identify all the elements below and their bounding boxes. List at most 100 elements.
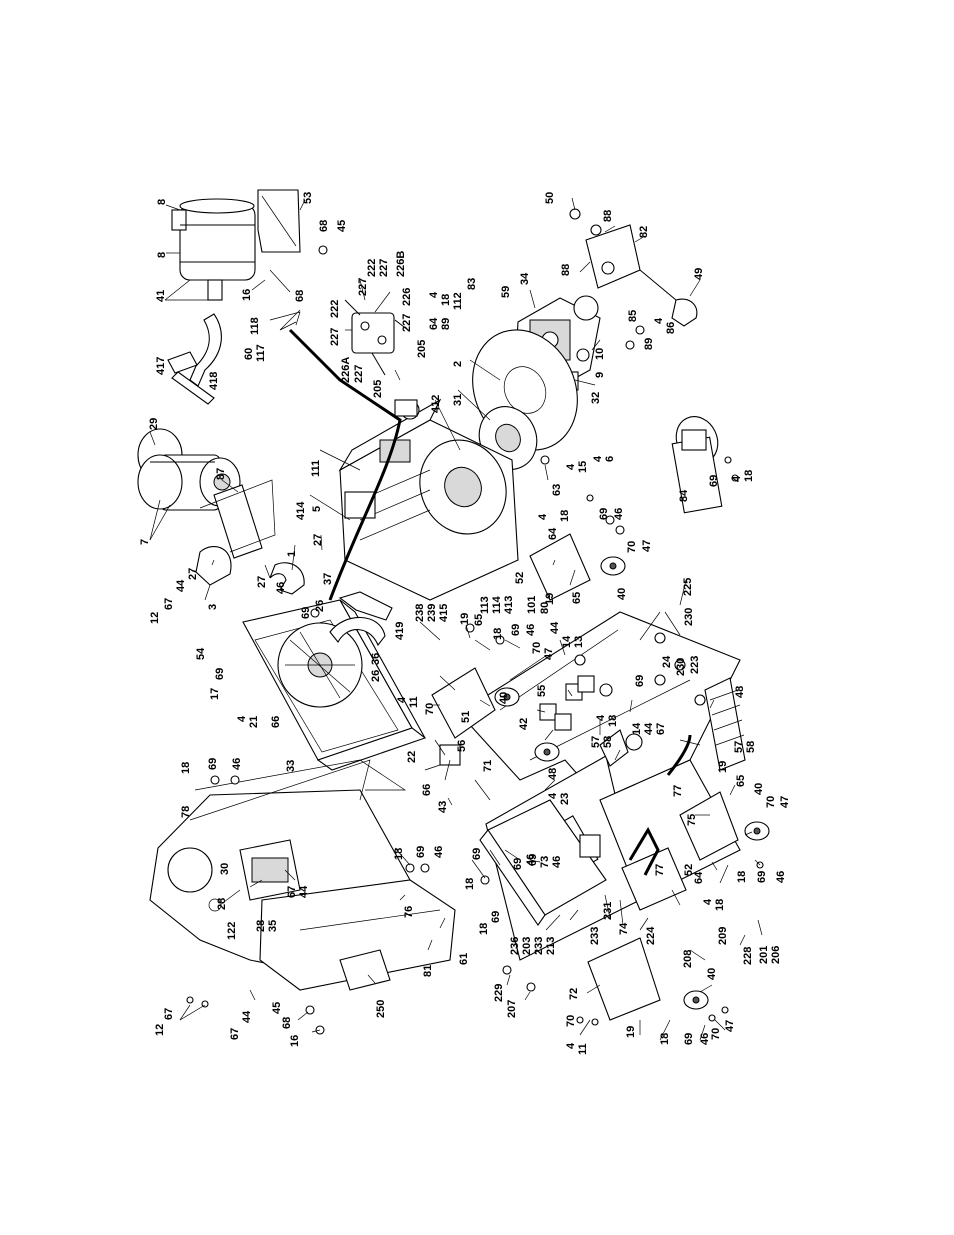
- label: 80: [539, 602, 551, 614]
- label: 69: [415, 846, 427, 858]
- label: 28: [216, 898, 228, 910]
- label: 33: [285, 760, 297, 772]
- label: 87: [215, 468, 227, 480]
- label: 78: [180, 806, 192, 818]
- label: 69: [598, 508, 610, 520]
- label: 4: [537, 513, 549, 520]
- leader-lines: [149, 197, 763, 1041]
- label: 18: [607, 715, 619, 727]
- label: 46: [525, 854, 537, 866]
- label: 69: [214, 668, 226, 680]
- enclosure-floor: [259, 879, 456, 991]
- wiring-harness-b: [666, 734, 692, 776]
- vibration-isolators: [494, 556, 770, 1010]
- label: 113: [479, 596, 491, 614]
- label: 53: [302, 192, 314, 204]
- label: 68: [318, 220, 330, 232]
- label: 19: [717, 761, 729, 773]
- label: 69: [512, 858, 524, 870]
- label: 111: [310, 460, 322, 477]
- label: 415: [438, 604, 450, 622]
- part-labels: 8 8 53 68 45 41 16 68 417 418 60 117 118…: [139, 192, 791, 1055]
- label: 51: [460, 711, 472, 723]
- label: 18: [743, 470, 755, 482]
- label: 64: [693, 871, 705, 884]
- label: 118: [249, 317, 261, 335]
- label: 11: [408, 696, 420, 708]
- label: 52: [514, 572, 526, 584]
- label: 26: [314, 600, 326, 612]
- label: 77: [672, 785, 684, 797]
- label: 213: [545, 937, 557, 955]
- label: 44: [549, 621, 561, 634]
- exhaust-pipe: [167, 313, 222, 405]
- label: 35: [267, 920, 279, 932]
- label: 74: [618, 922, 630, 935]
- label: 23: [559, 793, 571, 805]
- label: 231: [602, 902, 614, 920]
- label: 64: [547, 527, 559, 540]
- label: 59: [500, 286, 512, 298]
- label: 69: [683, 1033, 695, 1045]
- label: 61: [458, 953, 470, 965]
- label: 4: [547, 792, 559, 799]
- label: 16: [289, 1035, 301, 1047]
- label: 85: [627, 310, 639, 322]
- label: 46: [775, 871, 787, 883]
- label: 71: [482, 760, 494, 772]
- label: 28: [255, 920, 267, 932]
- label: 18: [180, 762, 192, 774]
- label: 82: [638, 226, 650, 238]
- throttle-solenoid: [344, 299, 409, 376]
- label: 203: [521, 937, 533, 955]
- label: 46: [613, 508, 625, 520]
- label: 413: [503, 596, 515, 614]
- wiring-harness-c: [628, 826, 660, 876]
- label: 4: [565, 463, 577, 470]
- label: 48: [547, 768, 559, 780]
- label: 21: [248, 716, 260, 728]
- label: 4: [595, 714, 607, 721]
- label: 57: [733, 741, 745, 753]
- label: 29: [148, 418, 160, 430]
- label: 26: [370, 670, 382, 682]
- label: 70: [531, 642, 543, 654]
- label: 75: [686, 814, 698, 826]
- label: 65: [473, 614, 485, 626]
- label: 67: [163, 598, 175, 610]
- label: 224: [645, 926, 657, 945]
- label: 233: [533, 937, 545, 955]
- label: 42: [518, 718, 530, 730]
- label: 223: [689, 656, 701, 674]
- label: 230: [683, 608, 695, 626]
- label: 37: [322, 573, 334, 585]
- label: 4: [592, 455, 604, 462]
- starter-motor: [671, 416, 723, 514]
- label: 45: [336, 220, 348, 232]
- label: 229: [493, 984, 505, 1002]
- label: 236: [509, 937, 521, 955]
- label: 412: [430, 395, 442, 413]
- label: 1: [286, 551, 298, 557]
- label: 56: [456, 740, 468, 752]
- label: 69: [756, 871, 768, 883]
- label: 44: [298, 885, 310, 898]
- label: 14: [631, 722, 643, 735]
- label: 43: [437, 801, 449, 813]
- label: 17: [209, 688, 221, 700]
- label: 14: [561, 635, 573, 648]
- label: 4: [236, 715, 248, 722]
- label: 419: [394, 622, 406, 640]
- label: 7: [139, 539, 151, 545]
- relays: [439, 675, 595, 766]
- label: 205: [372, 380, 384, 398]
- label: 4: [731, 475, 743, 482]
- label: 67: [655, 723, 667, 735]
- label: 226: [401, 288, 413, 306]
- label: 18: [714, 899, 726, 911]
- label: 70: [710, 1028, 722, 1040]
- label: 46: [699, 1033, 711, 1045]
- label: 8: [156, 199, 168, 205]
- label: 73: [539, 856, 551, 868]
